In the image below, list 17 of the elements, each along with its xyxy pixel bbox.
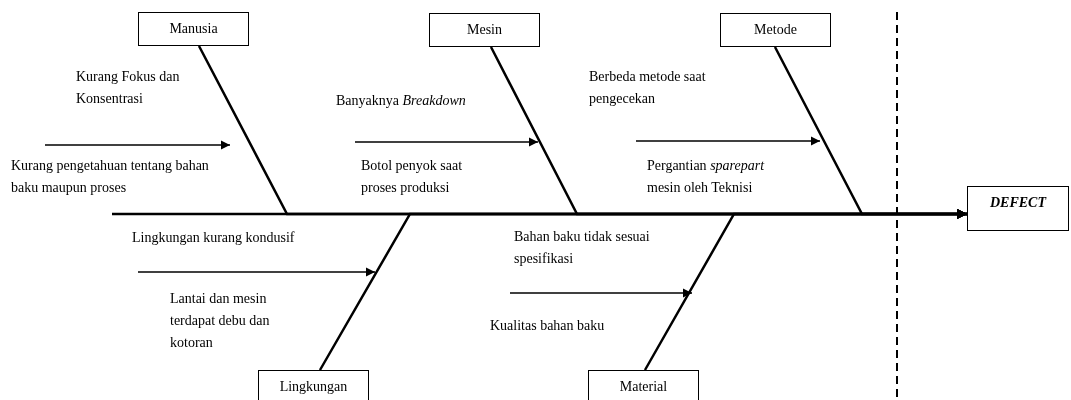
cause-label: Kurang pengetahuan tentang bahan baku maupun proses bbox=[11, 157, 209, 197]
category-box: Metode bbox=[720, 13, 831, 47]
cause-label: Bahan baku tidak sesuai spesifikasi bbox=[514, 228, 651, 268]
category-box: Manusia bbox=[138, 12, 249, 46]
category-box: Lingkungan bbox=[258, 370, 369, 400]
cause-label: Botol penyok saat proses produksi bbox=[361, 157, 464, 197]
cause-label: Pergantian sparepart mesin oleh Teknisi bbox=[647, 157, 766, 197]
cause-label: Lantai dan mesin terdapat debu dan kotoran bbox=[170, 290, 271, 352]
category-box: Mesin bbox=[429, 13, 540, 47]
effect-box: DEFECT bbox=[967, 186, 1069, 231]
cause-label: Kualitas bahan baku bbox=[490, 317, 606, 335]
cause-label: Kurang Fokus dan Konsentrasi bbox=[76, 68, 181, 108]
cause-label: Lingkungan kurang kondusif bbox=[132, 229, 296, 247]
category-box: Material bbox=[588, 370, 699, 400]
cause-label: Banyaknya Breakdown bbox=[336, 92, 467, 110]
cause-label: Berbeda metode saat pengecekan bbox=[589, 68, 707, 108]
bone-line bbox=[643, 208, 967, 371]
